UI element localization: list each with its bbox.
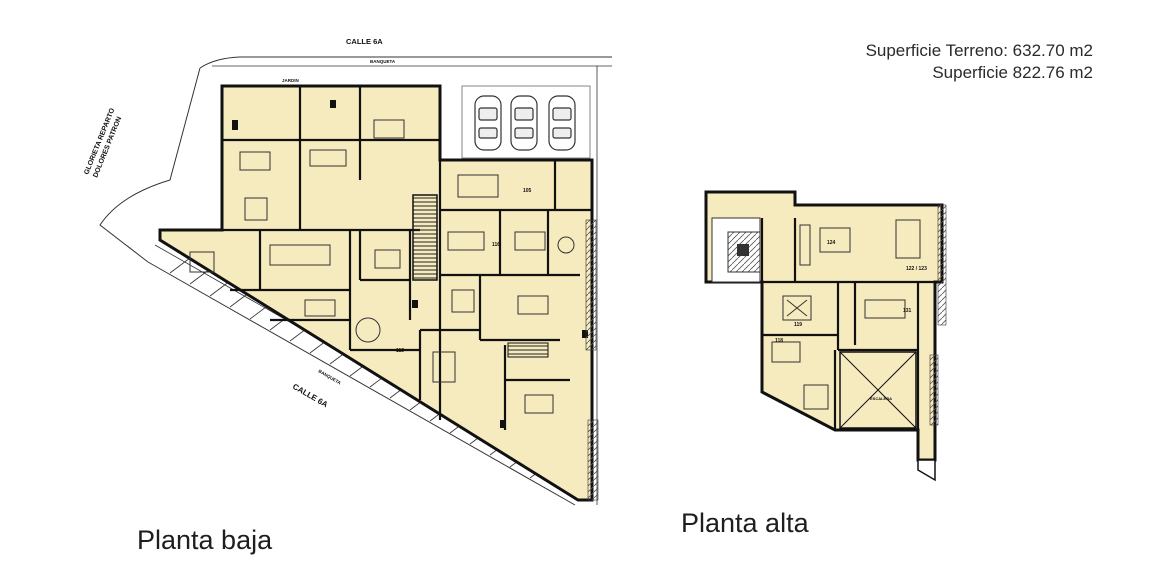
car-icon <box>510 95 538 151</box>
column <box>412 300 418 308</box>
room-number: 118 <box>775 338 783 344</box>
planta-alta-caption: Planta alta <box>681 508 809 538</box>
hatched-boundary-wall <box>585 219 597 351</box>
hatched-boundary-wall <box>937 204 947 326</box>
column <box>582 330 588 338</box>
column <box>232 120 238 130</box>
calle-diag-label: CALLE 6A <box>291 382 330 409</box>
column <box>500 420 506 428</box>
room-number: 113 <box>396 348 404 354</box>
room-number: 119 <box>794 322 802 328</box>
planta-baja-caption: Planta baja <box>137 525 273 555</box>
car-icon <box>474 95 502 151</box>
room-number: 122 / 123 <box>906 266 927 272</box>
street-curb-line <box>99 67 201 263</box>
surface-info: Superficie Terreno: 632.70 m2 Superficie… <box>866 40 1093 84</box>
banqueta-top-label: BANQUETA <box>370 59 396 64</box>
lower-right-wedge <box>917 459 936 482</box>
interior-walls <box>760 218 942 430</box>
jardin-label: JARDIN <box>282 78 299 83</box>
column <box>330 100 336 108</box>
superficie-text: Superficie 822.76 m2 <box>932 63 1093 82</box>
room-number: 131 <box>903 308 912 314</box>
car-icon <box>548 95 576 151</box>
planta-baja-floor-area <box>158 84 594 502</box>
room-number: 116 <box>492 242 500 248</box>
room-number: 105 <box>523 188 532 194</box>
planta-baja-plan: CALLE 6A BANQUETA JARDIN CALLE 6A BANQUE… <box>83 37 612 506</box>
escalera-label: ESCALERA <box>870 396 892 401</box>
calle-top-label: CALLE 6A <box>346 37 383 46</box>
hatched-boundary-wall <box>929 354 939 426</box>
furniture <box>771 219 921 410</box>
planta-alta-plan: ESCALERA 124 118 131 119 122 / 123 <box>704 190 947 482</box>
skylight-center <box>737 244 749 256</box>
furniture <box>189 119 575 414</box>
street-edge-diagonal <box>147 261 576 506</box>
hatched-boundary-wall <box>587 419 599 501</box>
room-number: 124 <box>827 240 836 246</box>
small-stair <box>507 342 549 358</box>
central-stair <box>412 194 438 281</box>
banqueta-diag-label: BANQUETA <box>318 369 343 386</box>
superficie-terreno-text: Superficie Terreno: 632.70 m2 <box>865 41 1093 60</box>
street-curb-line <box>199 56 612 69</box>
interior-walls <box>222 86 592 430</box>
